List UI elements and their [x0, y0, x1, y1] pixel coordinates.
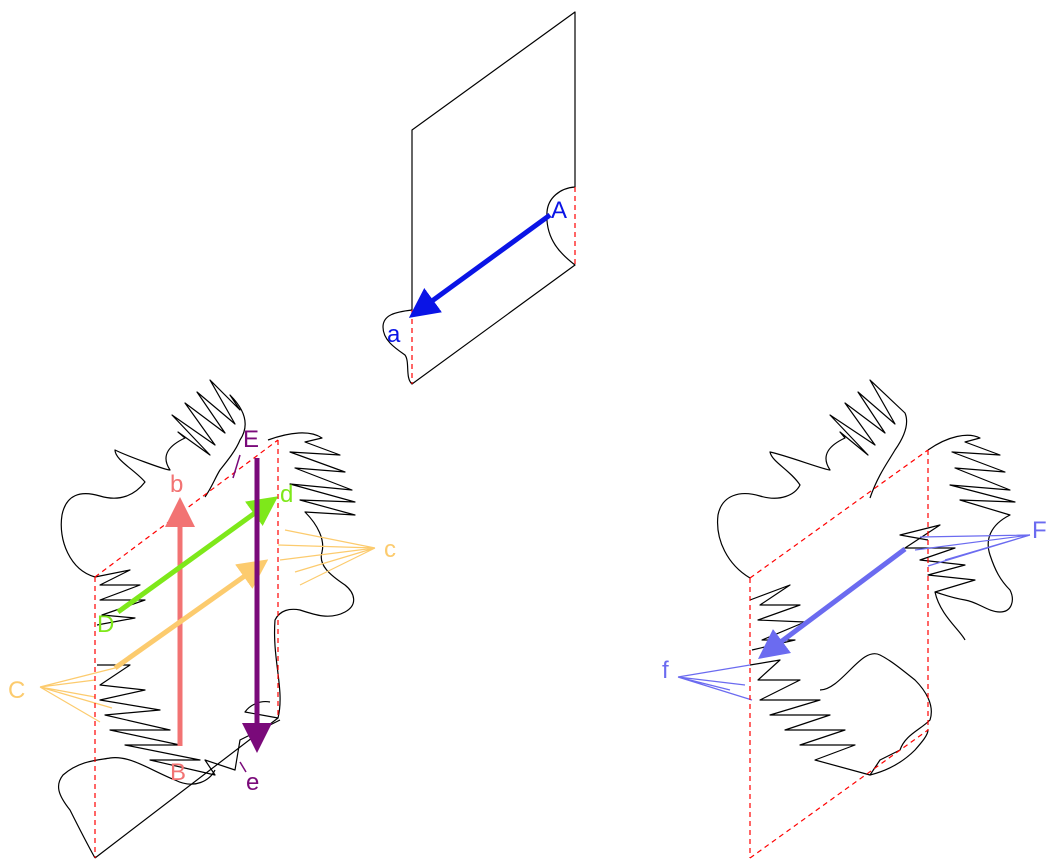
right-panel: F f — [662, 379, 1047, 859]
left-outline-bottom-tail — [57, 757, 216, 859]
left-outline-right-wave — [267, 432, 356, 719]
left-label-C: C — [8, 677, 25, 704]
left-outline-bottom-wave — [97, 664, 281, 776]
left-tick-E — [232, 454, 241, 479]
right-fan-f — [677, 664, 753, 701]
top-label-a: a — [387, 321, 401, 348]
left-panel: B b C c D d E e — [8, 379, 396, 859]
left-label-B: B — [170, 759, 186, 786]
left-outline-right-tail — [94, 700, 279, 859]
left-label-b: b — [170, 471, 183, 498]
top-arrow-A-to-a — [408, 212, 552, 318]
right-arrow-F-to-f — [757, 546, 907, 659]
right-fan-F — [914, 534, 1031, 567]
left-guide-top-diagonal — [94, 439, 279, 578]
left-outline-top-wave — [60, 379, 246, 578]
left-label-e: e — [246, 769, 259, 796]
right-outline-left-serration — [749, 584, 806, 651]
top-panel: A a — [382, 11, 576, 385]
right-outline-right-wave — [927, 434, 1016, 641]
right-guide-top-diagonal — [749, 449, 929, 579]
left-arrow-C-to-c — [113, 559, 269, 671]
left-label-E: E — [243, 426, 259, 453]
left-outline-lower-left-wave — [94, 569, 146, 626]
right-outline-mid-serration — [899, 524, 976, 593]
right-outline-bottom-right — [869, 729, 929, 776]
right-label-f: f — [662, 657, 669, 684]
left-arrow-D-to-d — [116, 496, 279, 615]
left-label-c: c — [384, 536, 396, 563]
left-label-D: D — [97, 611, 114, 638]
left-fan-c — [277, 529, 376, 586]
top-label-A: A — [551, 197, 567, 224]
top-sheet-outline — [382, 11, 576, 385]
right-label-F: F — [1032, 517, 1047, 544]
right-guide-bottom-diagonal — [749, 729, 929, 859]
left-label-d: d — [280, 481, 293, 508]
left-tick-e — [239, 761, 247, 773]
right-outline-top-wave — [716, 379, 908, 579]
left-fan-C — [39, 667, 116, 723]
right-outline-bottom-wave — [749, 653, 932, 776]
